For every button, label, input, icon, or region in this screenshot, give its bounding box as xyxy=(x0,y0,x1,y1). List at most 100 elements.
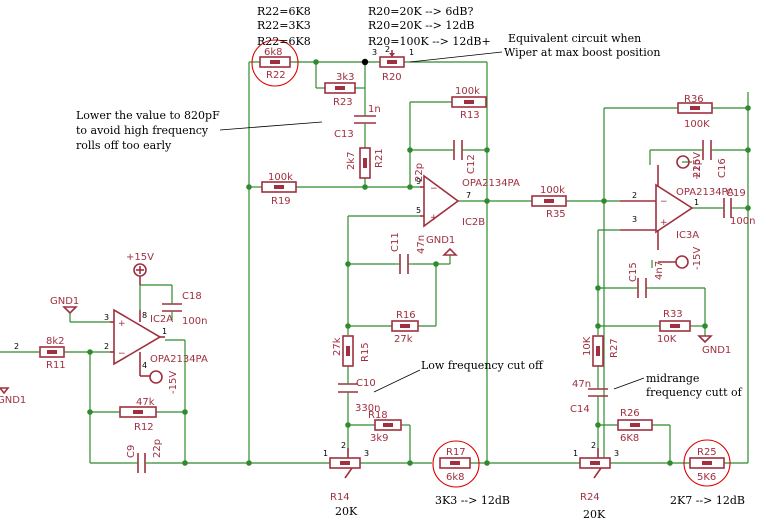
r33-gnd-label: GND1 xyxy=(702,345,731,356)
ic3a-part-label: OPA2134PA xyxy=(676,187,734,198)
r24-pin-1: 1 xyxy=(573,449,578,458)
r24-name-label: R24 xyxy=(580,492,600,503)
resistor-r17: R17 6k8 xyxy=(439,447,471,483)
r14-value-note: 20K xyxy=(335,505,358,518)
r15-value-label: 27k xyxy=(332,337,343,356)
input-pin-label: 2 xyxy=(14,342,19,351)
low-cut-note: Low frequency cut off xyxy=(421,359,544,372)
c15-name-label: C15 xyxy=(628,262,639,282)
r13-name-label: R13 xyxy=(460,110,480,121)
r23-name-label: R23 xyxy=(333,97,353,108)
r14-pin-3: 3 xyxy=(364,449,369,458)
resistor-r20: 3 2 1 R20 xyxy=(372,45,414,83)
resistor-r35: 100k R35 xyxy=(531,185,567,220)
r20-note-2: R20=20K --> 12dB xyxy=(368,19,474,32)
ic2a-pin-3: 3 xyxy=(104,313,109,322)
c13-name-label: C13 xyxy=(334,129,354,140)
r17-gain-note: 3K3 --> 12dB xyxy=(435,494,510,507)
svg-text:+: + xyxy=(118,319,126,329)
capacitor-c19: C19 100n xyxy=(720,188,755,227)
r25-gain-note: 2K7 --> 12dB xyxy=(670,494,745,507)
r18-value-label: 3k9 xyxy=(370,433,389,444)
c15-value-label: 4n7 xyxy=(654,261,665,280)
c11-value-label: 47n xyxy=(416,235,427,254)
midrange-leader xyxy=(613,377,645,390)
r12-name-label: R12 xyxy=(134,422,154,433)
c18-value-label: 100n xyxy=(182,316,207,327)
r11-value-label: 8k2 xyxy=(46,336,65,347)
r24-pin-3: 3 xyxy=(614,449,619,458)
svg-text:+: + xyxy=(660,218,668,228)
r17-name-label: R17 xyxy=(446,447,466,458)
ic2a-pin-1: 1 xyxy=(162,327,167,336)
potentiometer-r24: 1 2 3 R24 xyxy=(573,441,619,503)
ic2a-name-label: IC2A xyxy=(150,314,173,325)
r14-name-label: R14 xyxy=(330,492,350,503)
header-notes: R22=6K8 R22=3K3 R22=6K8 R20=20K --> 6dB?… xyxy=(257,5,660,63)
resistor-r21: 2k7 R21 xyxy=(346,147,385,179)
capacitor-c10: C10 330n xyxy=(338,378,380,414)
r35-name-label: R35 xyxy=(546,209,566,220)
opamp-ic2b: 9 5 7 − + OPA2134PA IC2B xyxy=(416,174,520,228)
resistor-r22: 6k8 R22 xyxy=(259,47,291,81)
resistor-r27: 10K R27 xyxy=(582,335,620,367)
r36-value-label: 100K xyxy=(684,119,710,130)
c9-name-label: C9 xyxy=(126,445,137,458)
capacitor-c18: C18 100n xyxy=(162,291,207,327)
wires xyxy=(0,61,749,464)
r22-note-3: R22=6K8 xyxy=(257,35,311,48)
r14-pin-2: 2 xyxy=(341,441,346,450)
r33-value-label: 10K xyxy=(657,334,677,345)
ic2b-pin-9: 9 xyxy=(416,177,421,186)
lower-value-note-2: to avoid high frequency xyxy=(76,124,209,137)
c18-name-label: C18 xyxy=(182,291,202,302)
r22-value-label: 6k8 xyxy=(264,47,283,58)
ic2a-pin-4: 4 xyxy=(142,361,147,370)
opamp-ic2a: 3 2 1 8 4 + − IC2A OPA2134PA +15V -15V xyxy=(104,252,208,394)
r26-value-label: 6K8 xyxy=(620,433,639,444)
ic2a-pin-2: 2 xyxy=(104,342,109,351)
r35-value-label: 100k xyxy=(540,185,565,196)
capacitor-c13: 1n C13 xyxy=(334,104,381,140)
r25-value-label: 5K6 xyxy=(697,472,716,483)
resistor-r23: 3k3 R23 xyxy=(324,72,356,108)
r20-pin-2: 2 xyxy=(385,45,390,54)
capacitor-c11: C11 47n xyxy=(390,232,427,274)
r22-note-1: R22=6K8 xyxy=(257,5,311,18)
r19-name-label: R19 xyxy=(271,196,291,207)
c12-name-label: C12 xyxy=(466,154,477,174)
r18-name-label: R18 xyxy=(368,410,388,421)
resistor-r12: 47k R12 xyxy=(119,397,157,433)
r17-value-label: 6k8 xyxy=(446,472,465,483)
resistor-r15: 27k R15 xyxy=(332,335,371,367)
ground-symbols: GND1 GND1 GND1 GND1 2 xyxy=(0,235,731,406)
resistor-r16: R16 27k xyxy=(391,310,419,345)
r15-name-label: R15 xyxy=(360,342,371,362)
c11-name-label: C11 xyxy=(390,232,401,252)
r36-name-label: R36 xyxy=(684,94,704,105)
r33-name-label: R33 xyxy=(663,309,683,320)
opamp-ic3a: 2 3 1 − + OPA2134PA IC3A +15V -15V xyxy=(620,152,734,270)
capacitor-c12: 22p C12 xyxy=(414,140,477,182)
r20-name-label: R20 xyxy=(382,72,402,83)
ic3a-name-label: IC3A xyxy=(676,230,699,241)
r16-name-label: R16 xyxy=(396,310,416,321)
ic3a-supply-pos: +15V xyxy=(692,152,703,180)
ic2b-pin-5: 5 xyxy=(416,206,421,215)
ic3a-supply-neg: -15V xyxy=(692,247,703,270)
r22-note-2: R22=3K3 xyxy=(257,19,311,32)
annotation-notes: Lower the value to 820pF to avoid high f… xyxy=(76,109,745,521)
capacitor-c16: 22p C16 xyxy=(692,140,728,178)
c12-value-label: 22p xyxy=(414,163,425,182)
svg-text:+: + xyxy=(430,213,438,223)
r25-name-label: R25 xyxy=(697,447,717,458)
ic3a-pin-3: 3 xyxy=(632,215,637,224)
c14-name-label: C14 xyxy=(570,404,590,415)
resistor-r25: R25 5K6 xyxy=(689,447,725,483)
ic2b-part-label: OPA2134PA xyxy=(462,178,520,189)
capacitor-c14: 47n C14 xyxy=(570,379,608,415)
r24-value-note: 20K xyxy=(583,508,606,521)
svg-text:−: − xyxy=(660,197,668,207)
capacitor-c15: C15 4n7 xyxy=(628,261,665,298)
c16-value-label: 22p xyxy=(692,159,703,178)
